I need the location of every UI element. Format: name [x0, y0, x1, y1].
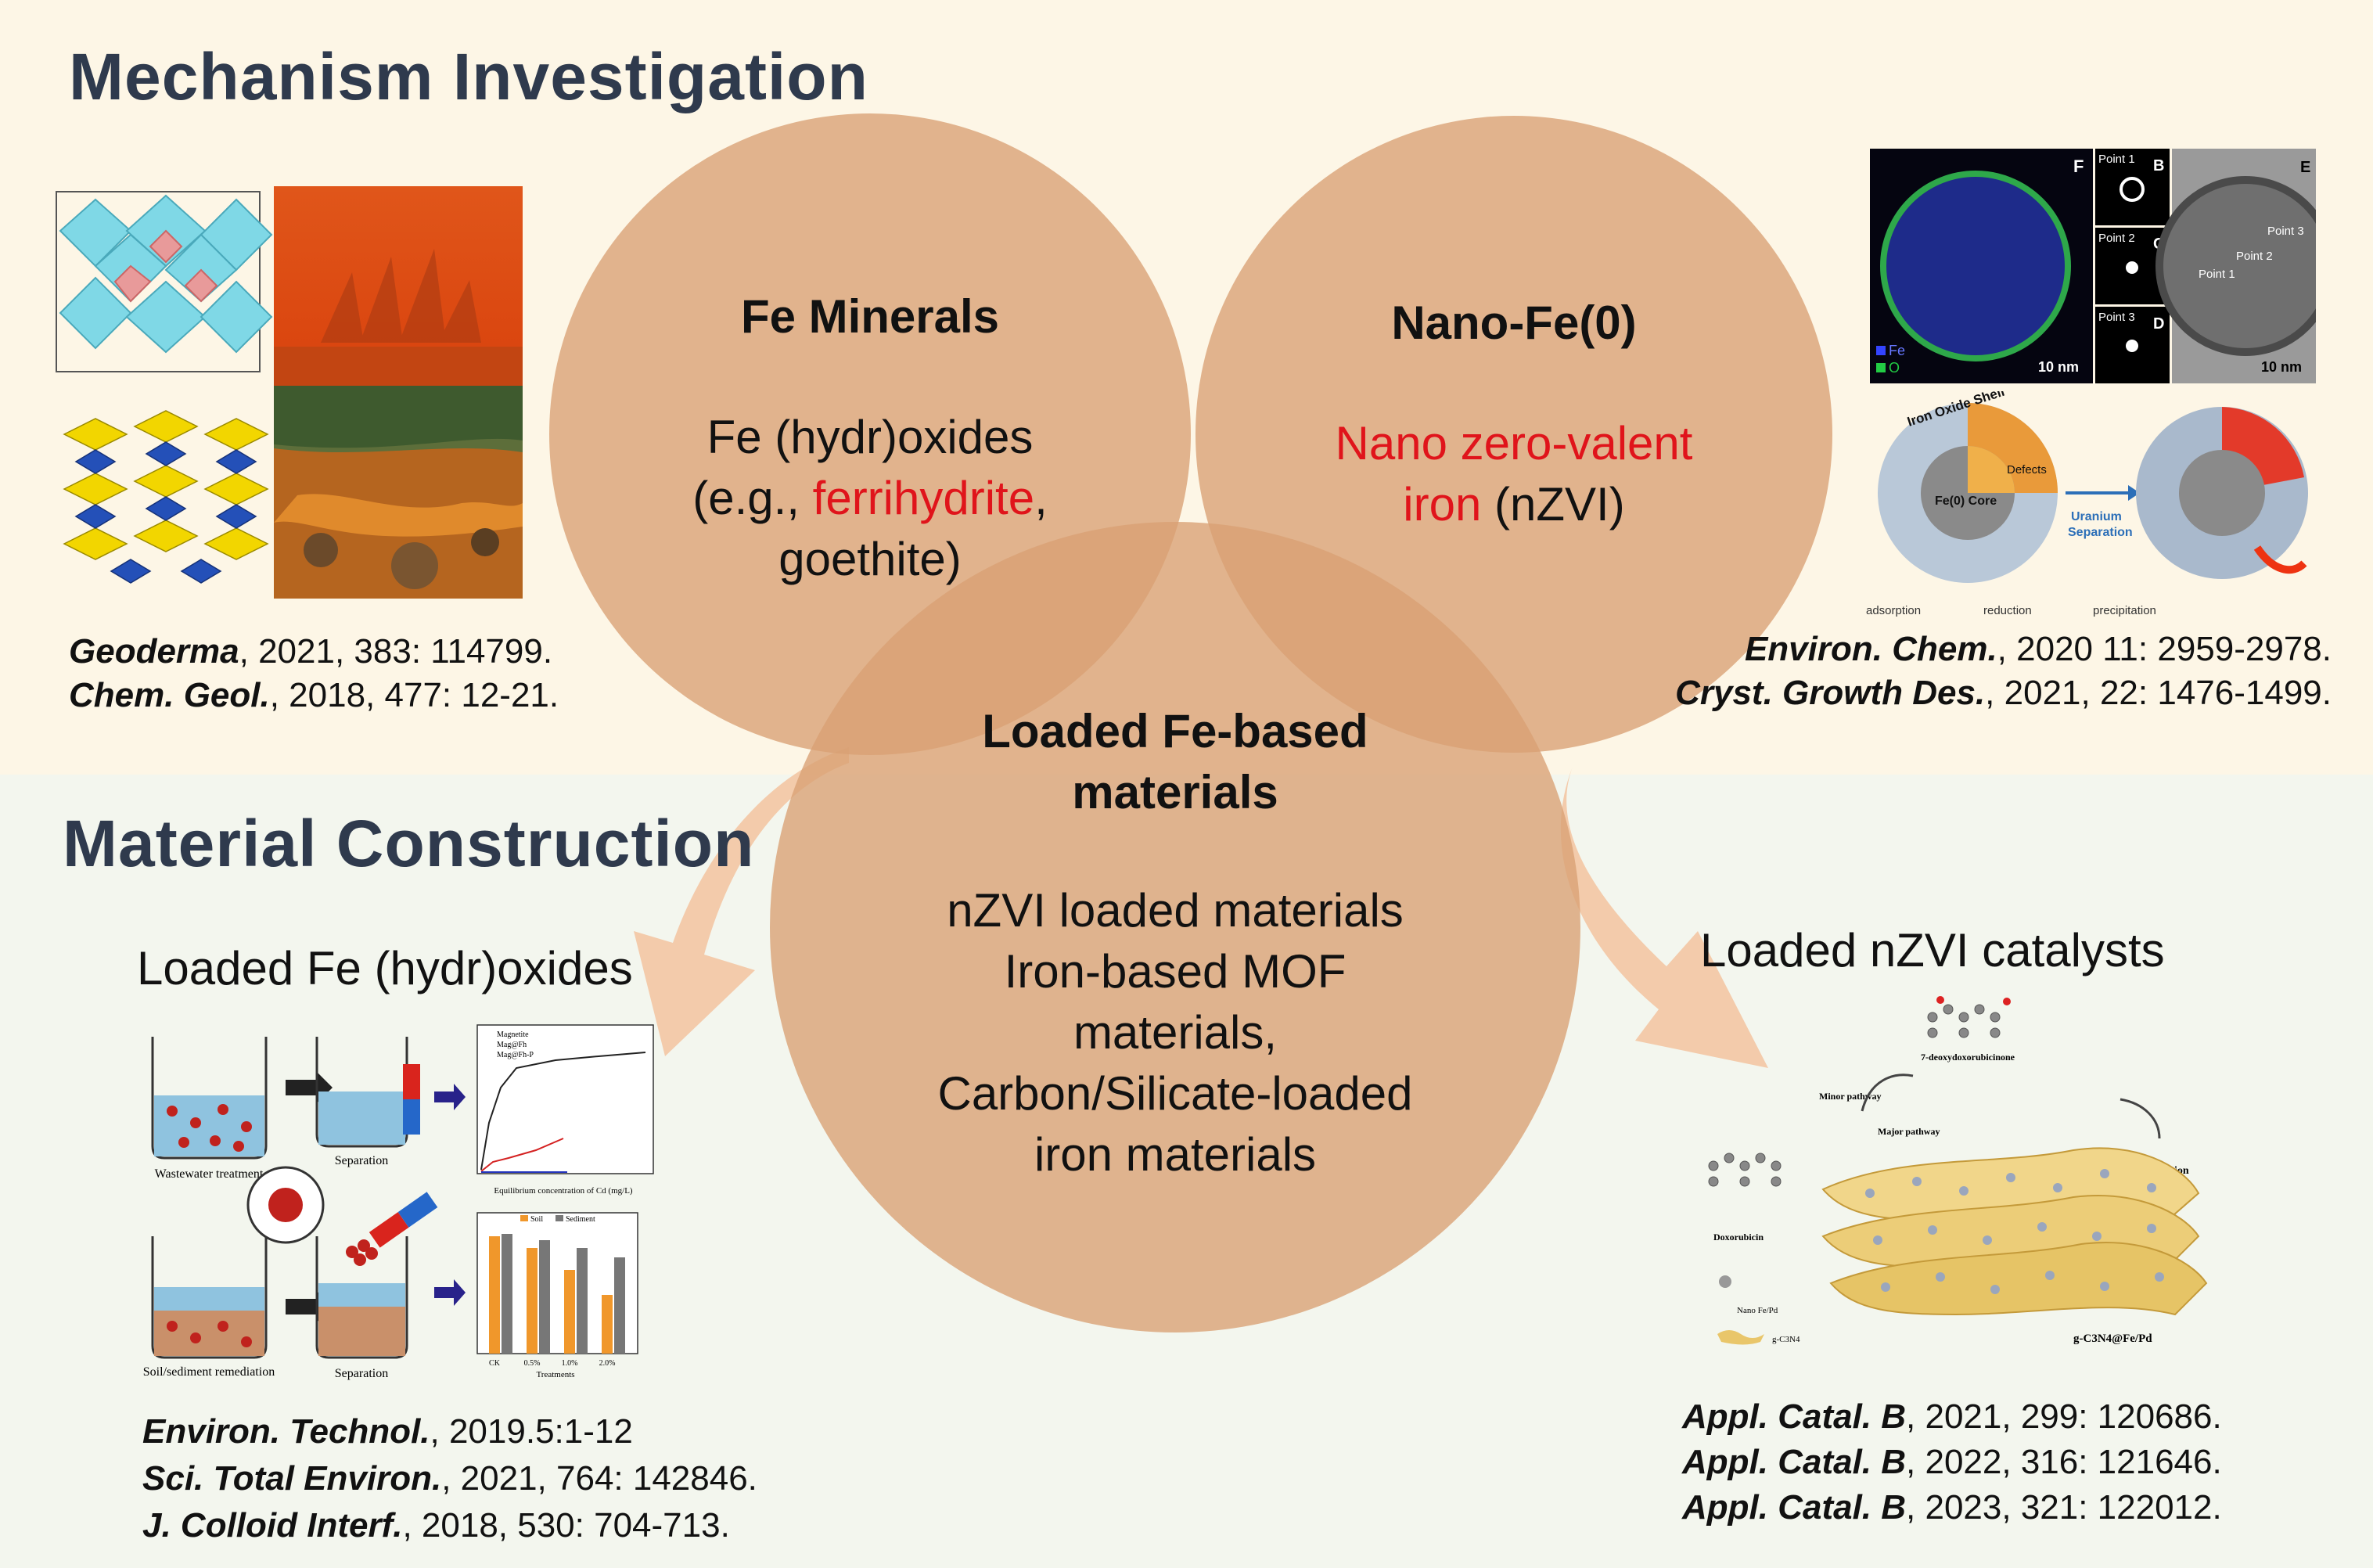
subhead-loaded-fe-hydroxides: Loaded Fe (hydr)oxides — [137, 942, 633, 994]
tem-label-e: E — [2300, 159, 2310, 176]
beaker-separation-schematic: Wastewater treatment Separation Soil/sed… — [143, 1037, 438, 1380]
section-title-mechanism: Mechanism Investigation — [69, 40, 868, 113]
uranium-label: Uranium — [2071, 510, 2122, 523]
isotherm-xaxis-label: Equilibrium concentration of Cd (mg/L) — [494, 1186, 633, 1196]
treatments-axis-label: Treatments — [536, 1370, 574, 1379]
fe-minerals-line3: goethite) — [778, 533, 962, 585]
legend-soil: Soil — [530, 1215, 543, 1224]
nzvi-catalyst-scheme: 7-deoxydoxorubicinone Minor pathway Majo… — [1708, 996, 2208, 1345]
legend-magnetite: Magnetite — [497, 1030, 529, 1039]
octahedral-crystal-structure-image — [56, 191, 273, 372]
ref-item: J. Colloid Interf., 2018, 530: 704-713. — [142, 1506, 730, 1545]
ref-item: Chem. Geol., 2018, 477: 12-21. — [69, 676, 559, 714]
nano-fe-heading: Nano-Fe(0) — [1391, 297, 1637, 349]
nano-fe-line1: Nano zero-valent — [1335, 417, 1693, 469]
precipitation-step-label: precipitation — [2093, 604, 2156, 617]
adsorption-isotherm-chart: Magnetite Mag@Fh Mag@Fh-P Equilibrium co… — [434, 1024, 654, 1196]
circle-loaded — [770, 522, 1580, 1332]
minor-pathway-label: Minor pathway — [1819, 1091, 1881, 1102]
tem-image-panels: F Fe O 10 nm Point 1 Point 2 Point 3 B C… — [1870, 149, 2316, 383]
loaded-item: iron materials — [1034, 1128, 1317, 1181]
catalyst-label: g-C3N4@Fe/Pd — [2073, 1332, 2152, 1345]
fe-minerals-body: Fe (hydr)oxides (e.g., ferrihydrite, goe… — [596, 407, 1144, 590]
ref-item: Appl. Catal. B, 2021, 299: 120686. — [1682, 1397, 2222, 1436]
scale-label-left: 10 nm — [2038, 359, 2079, 375]
soil-cd-bar-chart: Soil Sediment CK 0.5% 1.0% 2.0% Treatmen… — [434, 1212, 638, 1379]
fe0-core-label: Fe(0) Core — [1935, 494, 1997, 508]
refs-bottom-left: Environ. Technol., 2019.5:1-12 Sci. Tota… — [142, 1408, 757, 1549]
gcn-legend: g-C3N4 — [1772, 1335, 1800, 1344]
legend-o-label: O — [1889, 360, 1900, 376]
polyhedral-crystal-structure-image — [63, 410, 269, 584]
hrtem-point-2: Point 2 — [2236, 250, 2273, 263]
ref-item: Geoderma, 2021, 383: 114799. — [69, 632, 553, 671]
reduction-step-label: reduction — [1983, 604, 2032, 617]
uranium-separation-label: Separation — [2068, 526, 2133, 539]
ref-item: Environ. Technol., 2019.5:1-12 — [142, 1412, 633, 1451]
arrow-left — [634, 747, 849, 1056]
tem-label-f: F — [2073, 156, 2084, 176]
loaded-item: Carbon/Silicate-loaded — [937, 1067, 1413, 1120]
tick-2-0: 2.0% — [599, 1359, 616, 1368]
ferrihydrite-text: ferrihydrite — [812, 472, 1035, 524]
nano-fepd-legend: Nano Fe/Pd — [1737, 1306, 1778, 1315]
point-1-label: Point 1 — [2098, 153, 2135, 166]
legend-mag-fh: Mag@Fh — [497, 1041, 527, 1049]
loaded-item: nZVI loaded materials — [947, 884, 1404, 937]
legend-mag-fh-p: Mag@Fh-P — [497, 1051, 534, 1059]
tick-ck: CK — [489, 1359, 501, 1368]
loaded-heading: Loaded Fe-based materials — [901, 701, 1449, 823]
fe-minerals-line1: Fe (hydr)oxides — [707, 411, 1034, 463]
legend-fe-label: Fe — [1889, 343, 1905, 358]
adsorption-step-label: adsorption — [1866, 604, 1921, 617]
hrtem-point-1: Point 1 — [2199, 268, 2235, 281]
orange-landscape-photo — [274, 186, 523, 386]
nano-fe-body: Nano zero-valent iron (nZVI) — [1240, 413, 1788, 535]
ref-item: Cryst. Growth Des., 2021, 22: 1476-1499. — [1675, 674, 2332, 712]
wastewater-label: Wastewater treatment — [155, 1167, 264, 1181]
loaded-item: Iron-based MOF — [1004, 945, 1346, 998]
core-shell-uranium-diagram: Iron Oxide Shell Fe(0) Core Defects Uran… — [1866, 391, 2308, 617]
loaded-items: nZVI loaded materials Iron-based MOF mat… — [862, 880, 1488, 1185]
nano-fe-line2: iron (nZVI) — [1403, 478, 1625, 530]
ref-item: Environ. Chem., 2020 11: 2959-2978. — [1744, 630, 2332, 668]
loaded-item: materials, — [1073, 1006, 1278, 1059]
doxorubicin-label: Doxorubicin — [1713, 1232, 1764, 1243]
legend-sediment: Sediment — [566, 1215, 595, 1224]
hrtem-point-3: Point 3 — [2267, 225, 2304, 238]
section-title-construction: Material Construction — [63, 807, 755, 880]
ref-item: Sci. Total Environ., 2021, 764: 142846. — [142, 1459, 757, 1498]
scale-label-right: 10 nm — [2261, 359, 2302, 375]
defects-label: Defects — [2007, 463, 2047, 477]
refs-bottom-right: Appl. Catal. B, 2021, 299: 120686. Appl.… — [1682, 1394, 2222, 1530]
ref-item: Appl. Catal. B, 2023, 321: 122012. — [1682, 1488, 2222, 1527]
major-pathway-label: Major pathway — [1878, 1126, 1940, 1137]
fe-minerals-line2: (e.g., ferrihydrite, — [692, 472, 1048, 524]
soil-remediation-label: Soil/sediment remediation — [143, 1365, 275, 1379]
ref-item: Appl. Catal. B, 2022, 316: 121646. — [1682, 1443, 2222, 1481]
loaded-heading-line1: Loaded Fe-based — [982, 705, 1368, 757]
subhead-loaded-nzvi-catalysts: Loaded nZVI catalysts — [1700, 924, 2165, 976]
separation-label-2: Separation — [335, 1367, 388, 1380]
arrow-right — [1560, 767, 1768, 1068]
tem-label-b: B — [2153, 157, 2164, 174]
deoxy-label: 7-deoxydoxorubicinone — [1921, 1052, 2015, 1063]
loaded-heading-line2: materials — [1072, 766, 1278, 818]
separation-label-1: Separation — [335, 1154, 388, 1167]
refs-top-left: Geoderma, 2021, 383: 114799. Chem. Geol.… — [69, 630, 559, 717]
point-2-label: Point 2 — [2098, 232, 2135, 245]
iron-stream-photo — [274, 386, 523, 599]
tick-1-0: 1.0% — [562, 1359, 578, 1368]
tem-label-d: D — [2153, 315, 2164, 333]
point-3-label: Point 3 — [2098, 311, 2135, 324]
fe-minerals-heading: Fe Minerals — [740, 290, 1000, 343]
refs-top-right: Environ. Chem., 2020 11: 2959-2978. Crys… — [1565, 628, 2332, 715]
tick-0-5: 0.5% — [524, 1359, 541, 1368]
